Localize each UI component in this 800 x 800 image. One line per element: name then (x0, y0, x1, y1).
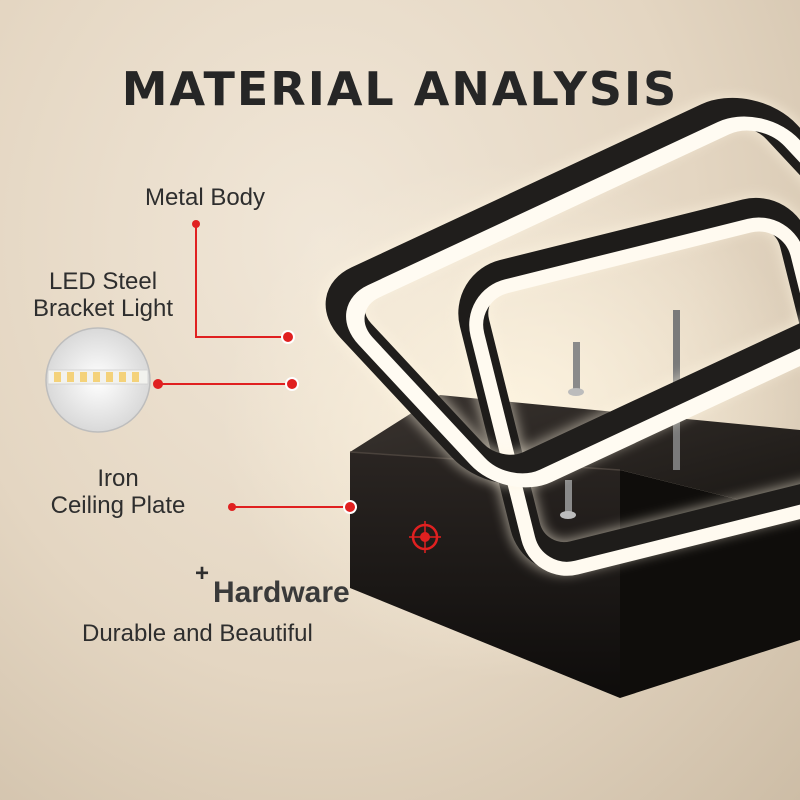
page-title: MATERIAL ANALYSIS (121, 62, 679, 116)
front-ring (322, 95, 800, 488)
iron-label-line2: Ceiling Plate (50, 492, 186, 519)
led-strip-icon (45, 327, 151, 433)
callout-iron (228, 500, 357, 514)
iron-plate-label: Iron Ceiling Plate (18, 465, 218, 519)
metal-body-label: Metal Body (144, 184, 266, 211)
iron-label-line1: Iron (97, 465, 139, 492)
callout-metal-body (192, 220, 295, 344)
hardware-heading: Hardware (213, 576, 350, 609)
back-ring (456, 195, 800, 576)
plus-sign: + (195, 560, 210, 587)
target-icon (409, 521, 441, 553)
led-label: LED Steel Bracket Light (8, 268, 198, 322)
callout-led (153, 377, 299, 391)
led-label-line1: LED Steel (48, 268, 158, 295)
hardware-subtitle: Durable and Beautiful (82, 620, 313, 647)
led-label-line2: Bracket Light (32, 295, 174, 322)
